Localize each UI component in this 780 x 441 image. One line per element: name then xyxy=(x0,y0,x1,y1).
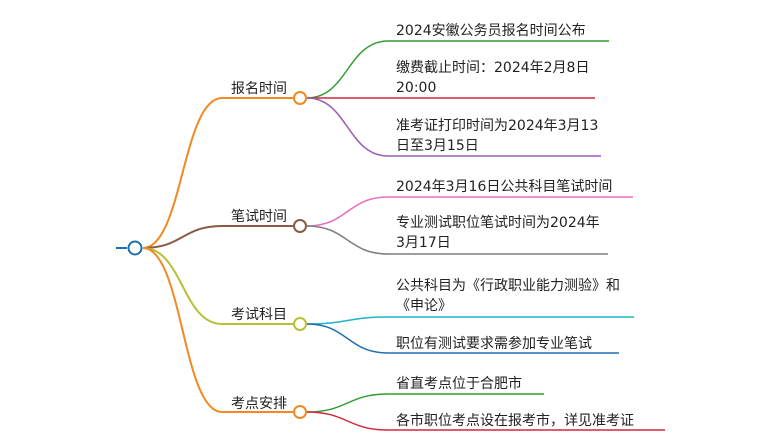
leaf-link-0-0 xyxy=(306,40,389,99)
leaf-link-2-1 xyxy=(306,323,389,354)
leaf-city-venue[interactable]: 各市职位考点设在报考市，详见准考证 xyxy=(396,413,634,429)
leaf-link-1-0 xyxy=(306,196,389,227)
branch-label-venues[interactable]: 考点安排 xyxy=(231,396,287,412)
leaf-link-1-1 xyxy=(306,225,389,255)
branch-link-1 xyxy=(142,225,223,249)
leaf-link-3-0 xyxy=(306,393,389,413)
leaf-admission-ticket[interactable]: 准考证打印时间为2024年3月13日至3月15日 xyxy=(396,118,599,154)
leaf-provincial-venue[interactable]: 省直考点位于合肥市 xyxy=(396,376,522,392)
branch-label-written-exam[interactable]: 笔试时间 xyxy=(231,209,287,225)
leaf-public-exam-date[interactable]: 2024年3月16日公共科目笔试时间 xyxy=(396,179,613,195)
branch-link-3 xyxy=(142,247,223,413)
leaf-professional-exam-date[interactable]: 专业测试职位笔试时间为2024年3月17日 xyxy=(396,215,600,251)
leaf-professional-subject[interactable]: 职位有测试要求需参加专业笔试 xyxy=(396,336,592,352)
leaf-link-2-0 xyxy=(306,316,389,325)
branch-node-3 xyxy=(293,405,307,419)
branch-node-1 xyxy=(293,219,307,233)
branch-node-2 xyxy=(293,317,307,331)
branch-label-subjects[interactable]: 考试科目 xyxy=(231,307,287,323)
root-node xyxy=(127,240,143,256)
leaf-link-3-1 xyxy=(306,411,389,431)
branch-node-0 xyxy=(293,91,307,105)
leaf-payment-deadline[interactable]: 缴费截止时间：2024年2月8日20:00 xyxy=(396,60,590,96)
branch-link-2 xyxy=(142,247,223,325)
leaf-registration-announced[interactable]: 2024安徽公务员报名时间公布 xyxy=(396,23,586,39)
leaf-link-0-2 xyxy=(306,97,389,157)
branch-label-registration[interactable]: 报名时间 xyxy=(231,81,287,97)
branch-link-0 xyxy=(142,97,223,249)
leaf-public-subjects[interactable]: 公共科目为《行政职业能力测验》和《申论》 xyxy=(396,278,620,314)
